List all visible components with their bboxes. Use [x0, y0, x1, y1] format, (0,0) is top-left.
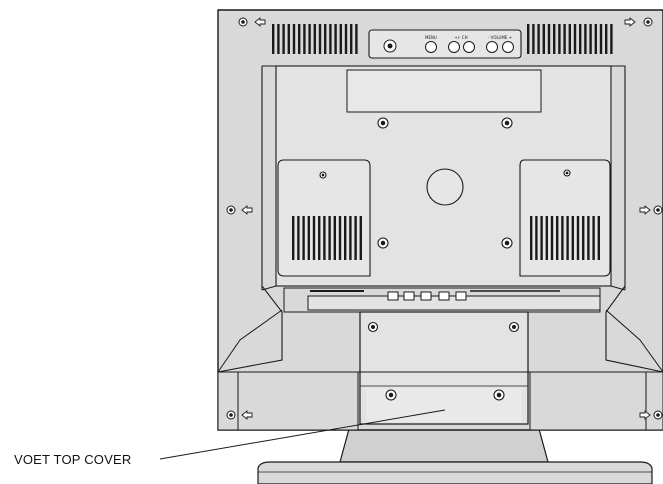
arrow-right-icon — [639, 410, 651, 420]
arrow-right-icon — [624, 17, 636, 27]
screw-icon — [367, 321, 379, 333]
arrow-left-icon — [254, 17, 266, 27]
arrow-right-icon — [639, 205, 651, 215]
side-vent-left — [292, 216, 362, 260]
screw-icon — [377, 237, 389, 249]
top-vent-left — [272, 24, 358, 54]
arrow-left-icon — [241, 205, 253, 215]
screw-icon — [226, 410, 236, 420]
label-recess — [346, 69, 542, 113]
button-label-volume: - VOLUME + — [488, 35, 512, 40]
stand-neck-top-cover — [359, 311, 529, 425]
screw-icon — [643, 17, 653, 27]
screw-icon — [385, 389, 397, 401]
side-vent-right — [530, 216, 600, 260]
screw-icon — [653, 410, 663, 420]
lower-housing-left — [217, 371, 359, 431]
screw-icon — [377, 117, 389, 129]
button-label-menu: MENU — [425, 35, 437, 40]
vesa-mount-plate — [368, 118, 520, 260]
button-label-channel: +/- CH — [454, 35, 467, 40]
arrow-left-icon — [241, 410, 253, 420]
side-panel-right — [519, 159, 611, 277]
screw-icon — [508, 321, 520, 333]
screw-icon — [501, 237, 513, 249]
lower-housing-right — [529, 371, 663, 431]
callout-leader-line — [159, 409, 446, 460]
screw-icon — [226, 205, 236, 215]
screw-icon — [319, 171, 327, 179]
screw-icon — [493, 389, 505, 401]
control-button-panel: MENU +/- CH - VOLUME + — [368, 29, 522, 59]
top-vent-right — [527, 24, 613, 54]
screw-icon — [238, 17, 248, 27]
corner-arrows — [226, 17, 663, 420]
screw-icon — [563, 169, 571, 177]
screw-icon — [653, 205, 663, 215]
callout-label-voet-top-cover: VOET TOP COVER — [14, 452, 132, 467]
connector-strip — [283, 287, 601, 313]
screw-icon — [501, 117, 513, 129]
screws — [319, 117, 571, 401]
